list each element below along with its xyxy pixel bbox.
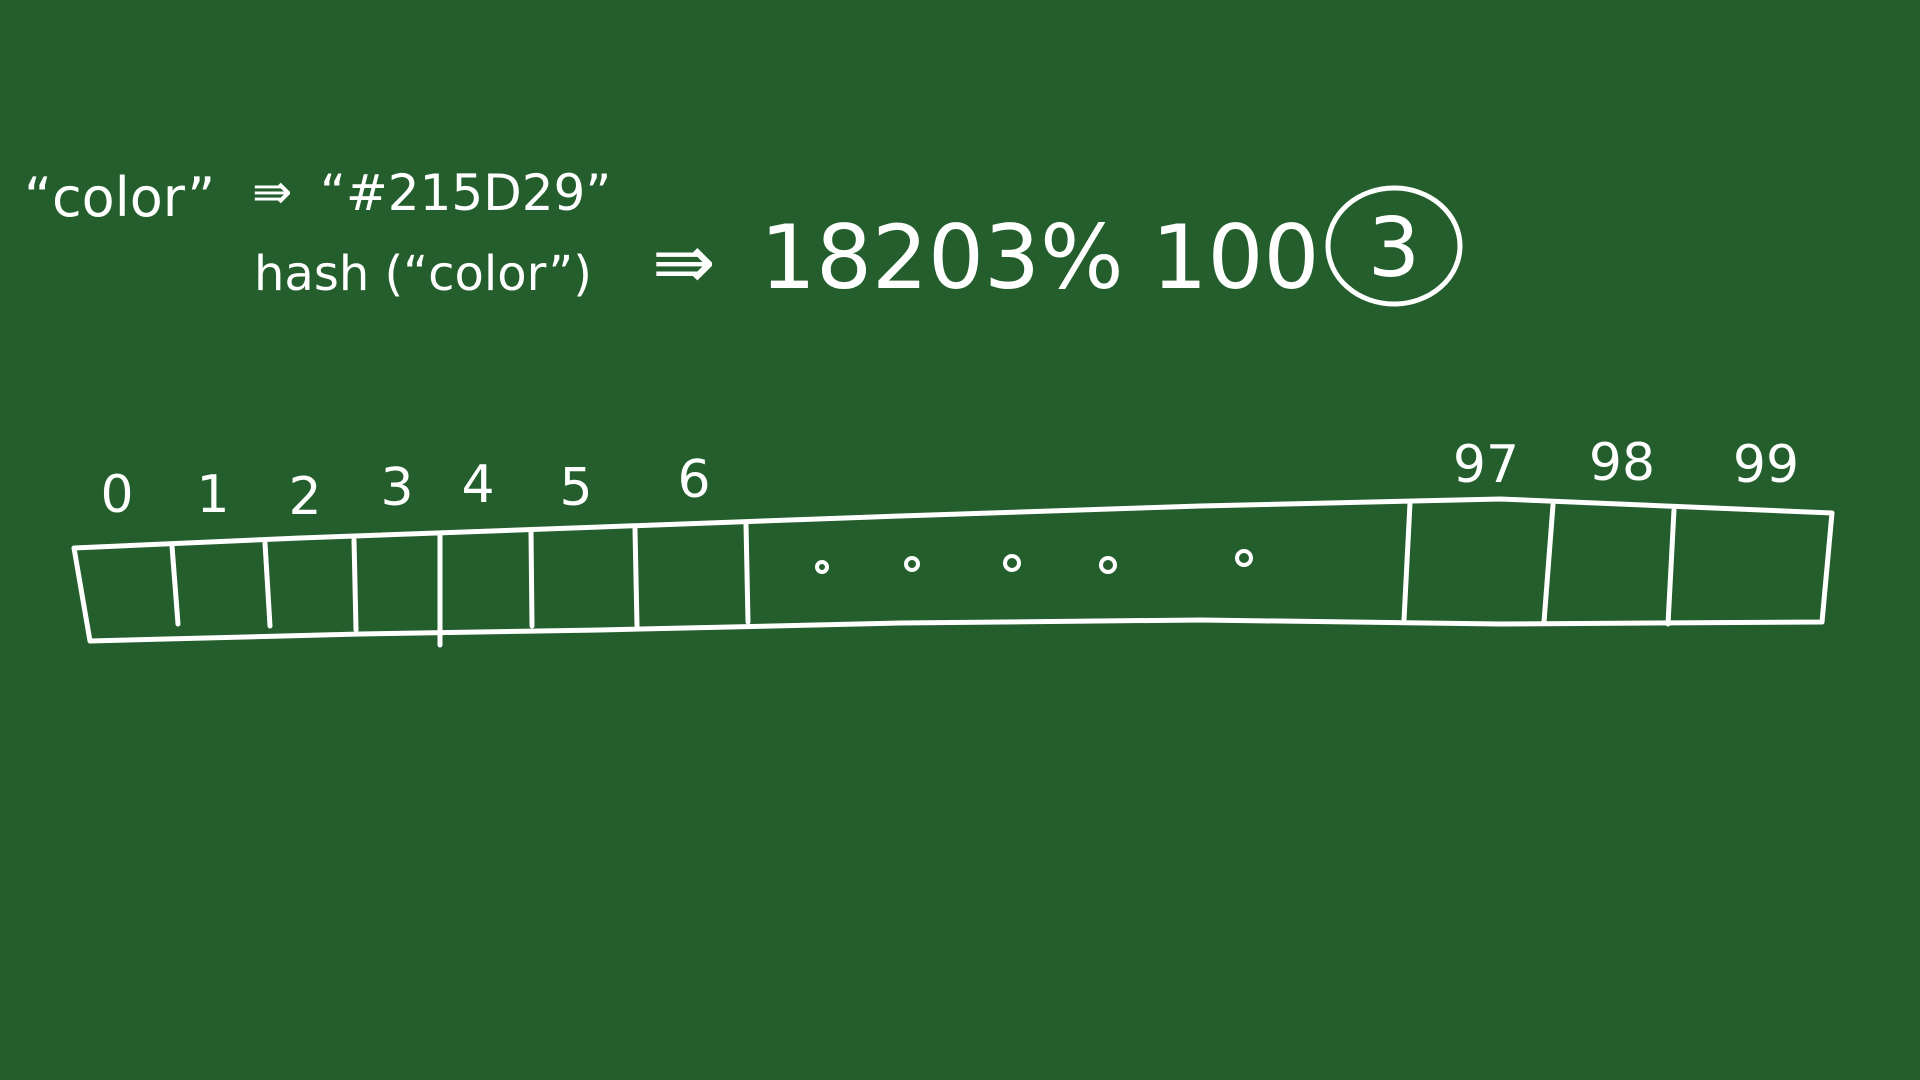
ellipsis-dot (1099, 556, 1117, 574)
left-index-labels: 0 1 2 3 4 5 6 (100, 450, 710, 527)
hash-result: 3 (1368, 201, 1420, 296)
ellipsis-dot (1235, 549, 1253, 567)
cell-divider (351, 537, 359, 633)
index-label: 97 (1453, 435, 1519, 495)
index-label: 98 (1589, 433, 1655, 493)
cell-divider (169, 543, 181, 627)
right-index-labels: 97 98 99 (1453, 433, 1799, 495)
cell-divider (1665, 507, 1677, 627)
ellipsis-dot (1003, 554, 1021, 572)
hash-arrow: ⇛ (652, 217, 716, 306)
hash-expression: 18203% 100 (760, 206, 1320, 309)
index-label: 4 (461, 455, 494, 515)
ellipsis-dot (815, 560, 829, 574)
index-label: 99 (1733, 435, 1799, 495)
index-label: 2 (288, 467, 321, 527)
index-label: 3 (380, 458, 413, 518)
index-label: 5 (559, 458, 592, 518)
ellipsis-dot (904, 556, 920, 572)
index-label: 0 (100, 465, 133, 525)
cell-divider (262, 540, 273, 629)
mapping-arrow: ⇛ (252, 164, 292, 220)
cell-divider (1401, 500, 1413, 623)
mapping-key: “color” (24, 166, 215, 229)
index-label: 1 (196, 465, 229, 525)
cell-dividers (169, 500, 1677, 648)
index-label: 6 (677, 450, 710, 510)
array-outline (71, 496, 1835, 644)
result-circle (1325, 185, 1463, 307)
cell-divider (632, 526, 640, 629)
ellipsis-dots (815, 549, 1253, 574)
cell-divider (528, 529, 535, 629)
hash-call: hash (“color”) (254, 246, 592, 302)
cell-divider (1541, 502, 1556, 625)
cell-divider (743, 521, 751, 625)
mapping-value: “#215D29” (320, 164, 611, 222)
